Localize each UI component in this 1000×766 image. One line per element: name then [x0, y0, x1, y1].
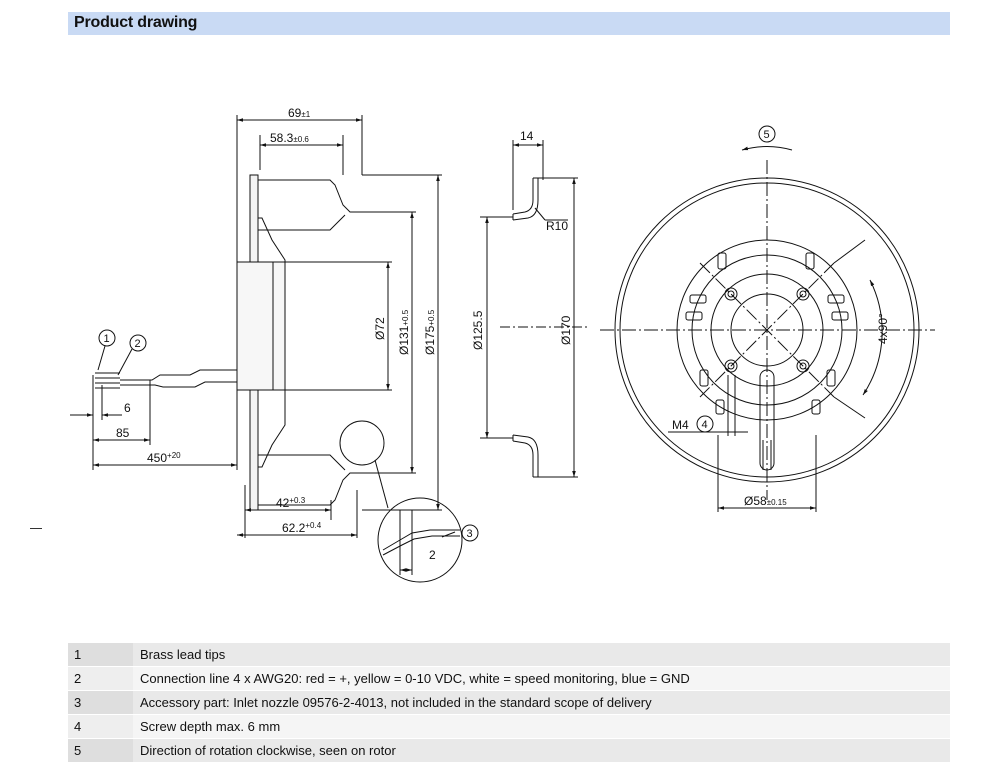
callout-5: 5	[758, 125, 776, 143]
legend-text: Accessory part: Inlet nozzle 09576-2-401…	[133, 690, 950, 715]
detail-dim-2-label: 2	[429, 548, 436, 562]
dim-d58-label: Ø58±0.15	[744, 494, 787, 508]
dim-m4-label: M4	[672, 418, 689, 432]
dim-6-label: 6	[124, 401, 131, 415]
dim-d175-label: Ø175+0.5	[423, 309, 437, 355]
dim-42-label: 42+0.3	[276, 496, 306, 510]
legend-text: Direction of rotation clockwise, seen on…	[133, 738, 950, 763]
dim-d1255-label: Ø125.5	[471, 310, 485, 350]
svg-text:1: 1	[104, 333, 110, 345]
legend-number: 2	[68, 666, 133, 691]
callout-2: 2	[117, 334, 147, 376]
dim-d72-label: Ø72	[373, 317, 387, 340]
dim-d170-label: Ø170	[559, 315, 573, 345]
svg-text:3: 3	[467, 528, 473, 540]
nozzle-view	[480, 140, 590, 478]
legend-number: 3	[68, 690, 133, 715]
svg-text:4: 4	[702, 419, 708, 431]
legend-text: Brass lead tips	[133, 643, 950, 667]
margin-mark	[30, 528, 42, 529]
svg-text:2: 2	[135, 338, 141, 350]
section-title: Product drawing	[74, 14, 198, 31]
legend-number: 5	[68, 738, 133, 763]
legend-number: 4	[68, 714, 133, 739]
front-view	[600, 146, 935, 512]
dim-4x90-label: 4x90°	[876, 313, 890, 344]
section-header: Product drawing	[68, 12, 950, 35]
side-view	[70, 115, 463, 583]
dim-58-label: 58.3±0.6	[270, 131, 309, 145]
legend-text: Screw depth max. 6 mm	[133, 714, 950, 739]
dim-d131-label: Ø131+0.5	[397, 309, 411, 355]
dim-69-label: 69±1	[288, 106, 311, 120]
side-view-labels: 69±1 58.3±0.6 Ø72 Ø131+0.5 Ø175+0.5 42+0…	[116, 106, 437, 562]
product-drawing: 69±1 58.3±0.6 Ø72 Ø131+0.5 Ø175+0.5 42+0…	[70, 106, 935, 583]
dim-622-label: 62.2+0.4	[282, 521, 322, 535]
dim-r10-label: R10	[546, 219, 568, 233]
callout-3: 3	[461, 524, 479, 542]
nozzle-view-labels: 14 R10 Ø125.5 Ø170	[471, 129, 573, 350]
callout-1: 1	[97, 329, 116, 371]
svg-text:5: 5	[764, 129, 770, 141]
dim-14-label: 14	[520, 129, 534, 143]
front-view-labels: 4x90° M4 Ø58±0.15	[672, 313, 890, 508]
legend-text: Connection line 4 x AWG20: red = +, yell…	[133, 666, 950, 691]
dim-450-label: 450+20	[147, 451, 181, 465]
dim-85-label: 85	[116, 426, 130, 440]
legend-number: 1	[68, 643, 133, 667]
callout-4: 4	[696, 415, 714, 433]
